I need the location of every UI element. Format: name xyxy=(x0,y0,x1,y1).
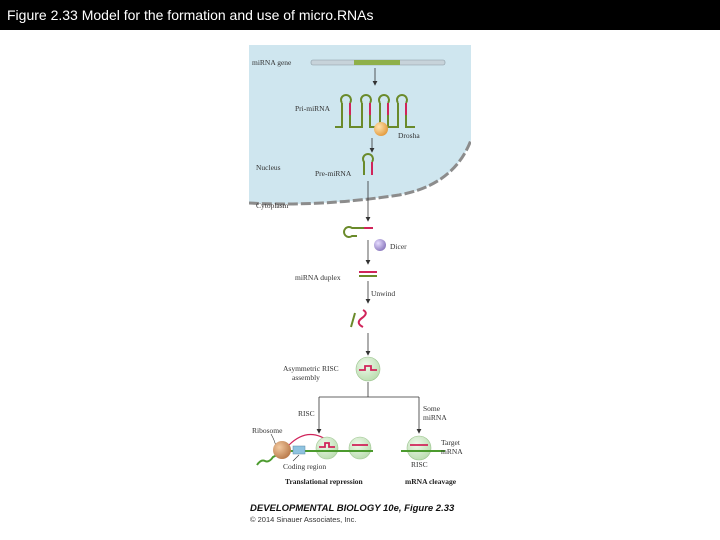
coding-region-pointer xyxy=(293,455,299,461)
coding-region-box xyxy=(293,446,305,454)
mirna-gene-coding xyxy=(354,60,400,65)
dicer-enzyme xyxy=(374,239,386,251)
unwound-strands xyxy=(351,310,366,327)
risc-cleavage xyxy=(407,436,431,460)
figure-caption: DEVELOPMENTAL BIOLOGY 10e, Figure 2.33 ©… xyxy=(250,503,480,524)
mirna-duplex xyxy=(359,272,377,276)
title-bar: Figure 2.33 Model for the formation and … xyxy=(0,0,720,30)
label-unwind: Unwind xyxy=(371,289,395,298)
figure-title: Figure 2.33 Model for the formation and … xyxy=(7,7,374,23)
label-pri-mirna: Pri-miRNA xyxy=(295,104,331,113)
label-asymmetric-risc-1: Asymmetric RISC xyxy=(283,364,339,373)
label-risc-bottom: RISC xyxy=(411,460,428,469)
label-risc-left: RISC xyxy=(298,409,315,418)
label-some-mirna-2: miRNA xyxy=(423,413,447,422)
mirna-diagram: miRNA gene Pri-miRNA Drosha Pre-miRNA Nu… xyxy=(249,45,471,495)
label-cytoplasm: Cytoplasm xyxy=(256,201,289,210)
diagram-svg: miRNA gene Pri-miRNA Drosha Pre-miRNA Nu… xyxy=(249,45,471,495)
label-some-mirna-1: Some xyxy=(423,404,441,413)
caption-source: DEVELOPMENTAL BIOLOGY 10e, Figure 2.33 xyxy=(250,503,480,514)
asymmetric-risc xyxy=(356,357,380,381)
risc-complex-1 xyxy=(316,437,338,459)
cytoplasmic-pre-mirna xyxy=(344,227,373,237)
label-mirna-duplex: miRNA duplex xyxy=(295,273,341,282)
drosha-enzyme xyxy=(374,122,388,136)
caption-copyright: © 2014 Sinauer Associates, Inc. xyxy=(250,515,480,524)
label-mrna-cleavage: mRNA cleavage xyxy=(405,477,457,486)
label-dicer: Dicer xyxy=(390,242,407,251)
label-asymmetric-risc-2: assembly xyxy=(292,373,320,382)
label-ribosome: Ribosome xyxy=(252,426,283,435)
nucleus-region xyxy=(249,45,471,204)
label-mirna-gene: miRNA gene xyxy=(252,58,292,67)
label-coding-region: Coding region xyxy=(283,462,326,471)
risc-complex-2 xyxy=(349,437,371,459)
label-translational-repression: Translational repression xyxy=(285,477,364,486)
label-pre-mirna: Pre-miRNA xyxy=(315,169,352,178)
ribosome xyxy=(273,441,291,459)
label-drosha: Drosha xyxy=(398,131,420,140)
label-nucleus: Nucleus xyxy=(256,163,281,172)
label-target-mrna-1: Target xyxy=(441,438,461,447)
label-target-mrna-2: mRNA xyxy=(441,447,463,456)
